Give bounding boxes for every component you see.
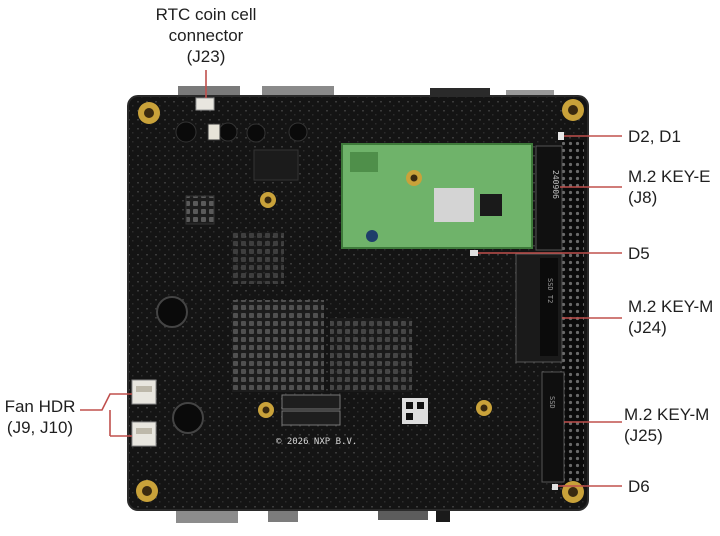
- callout-m2-key-m-j24: M.2 KEY-M (J24): [628, 296, 713, 338]
- callout-m2-key-e-line2: (J8): [628, 188, 658, 207]
- callout-d5-line1: D5: [628, 244, 650, 263]
- callout-rtc-line3: (J23): [186, 47, 226, 66]
- mounting-holes: [136, 99, 584, 503]
- fan-mount-bottom: [172, 402, 204, 434]
- top-components: [175, 121, 308, 225]
- callout-d5: D5: [628, 243, 650, 264]
- module-label: 240906: [551, 170, 560, 199]
- callout-d6: D6: [628, 476, 650, 497]
- qr-code: [402, 398, 428, 424]
- callout-m2-key-m-j25-line2: (J25): [624, 426, 663, 445]
- callout-rtc-line2: connector: [168, 26, 244, 45]
- soc-area: [232, 300, 324, 392]
- callout-m2-key-e: M.2 KEY-E (J8): [628, 166, 711, 208]
- led-d5: [470, 250, 478, 256]
- slot-j25-label: SSD: [548, 396, 556, 409]
- callout-m2-key-m-j25: M.2 KEY-M (J25): [624, 404, 709, 446]
- callout-m2-key-m-j24-line1: M.2 KEY-M: [628, 297, 714, 316]
- pmic-area: [232, 232, 284, 284]
- callout-d6-line1: D6: [628, 477, 650, 496]
- leader-lines: [80, 70, 622, 487]
- callout-d2d1-line1: D2, D1: [628, 127, 681, 146]
- callout-d2d1: D2, D1: [628, 126, 681, 147]
- fan-mount-top: [156, 296, 188, 328]
- callout-m2-key-m-j25-line1: M.2 KEY-M: [624, 405, 710, 424]
- callout-m2-key-e-line1: M.2 KEY-E: [628, 167, 711, 186]
- slot-j24-label: SSD T2: [546, 278, 554, 303]
- board-silkscreen: © 2026 NXP B.V.: [276, 437, 357, 447]
- leader-fan: [80, 393, 132, 411]
- m2-key-m-j25-slot: [541, 371, 565, 483]
- label-sticker-2: [281, 410, 341, 426]
- callout-m2-key-m-j24-line2: (J24): [628, 318, 667, 337]
- gpio-header: [562, 140, 584, 486]
- callout-rtc: RTC coin cell connector (J23): [146, 4, 266, 67]
- rtc-connector-j23: [195, 97, 215, 111]
- callout-fan-line2: (J9, J10): [6, 418, 74, 437]
- callout-fan-line1: Fan HDR: [4, 397, 76, 416]
- callout-fan: Fan HDR (J9, J10): [0, 396, 80, 438]
- callout-rtc-line1: RTC coin cell: [155, 5, 257, 24]
- label-sticker-1: [281, 394, 341, 410]
- memory-area: [330, 318, 412, 392]
- m2-key-e-slot: [535, 145, 563, 251]
- led-d6: [552, 484, 558, 490]
- led-d2-d1: [558, 132, 564, 140]
